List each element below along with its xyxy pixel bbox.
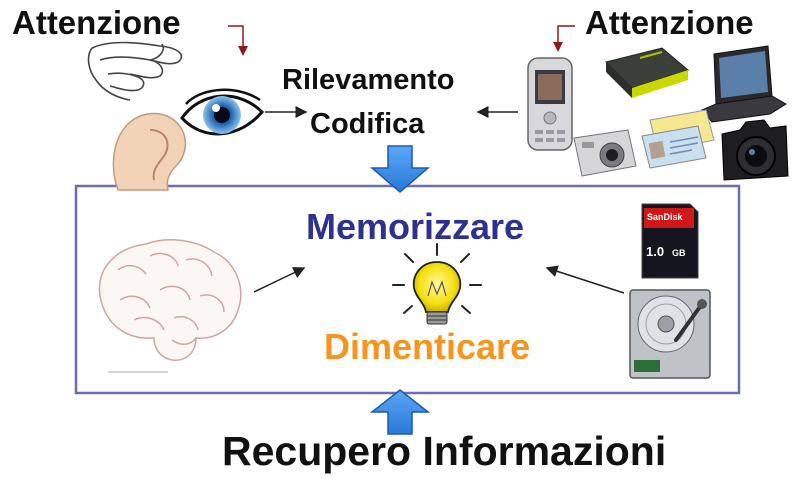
usb-drive-icon [605, 47, 690, 98]
memorize-label: Memorizzare [306, 206, 525, 247]
retrieval-label: Recupero Informazioni [222, 428, 667, 474]
laptop-icon [701, 45, 787, 123]
sd-card-unit: GB [672, 248, 686, 258]
hard-drive-icon [629, 289, 711, 379]
sd-card-brand: SanDisk [647, 212, 683, 222]
retrieval-arrow [369, 389, 431, 435]
camera-icon [573, 129, 637, 177]
ear-icon [112, 112, 187, 191]
attention-right-pointer [557, 25, 575, 44]
eye-icon [180, 88, 265, 136]
attention-left-pointer [228, 25, 244, 48]
sd-card-icon [641, 203, 699, 279]
detection-label: Rilevamento [282, 64, 455, 96]
encoding-to-memory-arrow [369, 145, 431, 193]
lightbulb-icon [392, 243, 482, 325]
dslr-camera-icon [721, 119, 789, 181]
storage-to-memory-arrow [545, 265, 625, 294]
attention-left-label: Attenzione [12, 4, 181, 41]
forget-label: Dimenticare [324, 326, 531, 367]
attention-right-label: Attenzione [585, 4, 754, 41]
brain-to-memory-arrow [253, 267, 306, 293]
brain-icon [98, 239, 242, 361]
cellphone-icon [527, 57, 573, 151]
id-card-icon [641, 109, 715, 169]
hand-icon [87, 41, 183, 101]
encoding-label: Codifica [310, 108, 425, 140]
sd-card-capacity: 1.0 [646, 244, 665, 259]
